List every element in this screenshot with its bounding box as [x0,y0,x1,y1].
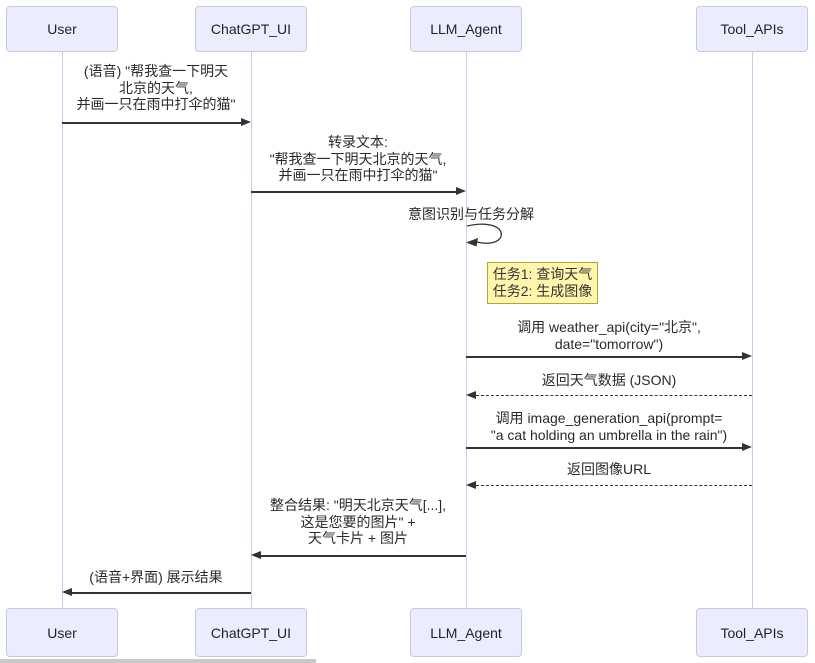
arrowhead-icon [62,588,72,596]
message-line [62,122,246,124]
message-line-text: 返回图像URL [566,461,651,477]
actor-label: ChatGPT_UI [210,21,292,37]
message-line [466,356,747,358]
message-label: 整合结果: "明天北京天气[...], 这是您要的图片" + 天气卡片 + 图片 [188,497,528,547]
note-line-text: 任务1: 查询天气 [492,266,593,282]
lifeline-llm [466,52,467,608]
message-label: 转录文本: "帮我查一下明天北京的天气, 并画一只在雨中打伞的猫" [198,134,518,184]
arrowhead-icon [241,118,251,126]
message-line-text: 返回天气数据 (JSON) [541,372,677,388]
arrowhead-icon [742,352,752,360]
message-line-text: 意图识别与任务分解 [408,206,534,222]
message-label: 意图识别与任务分解 [371,206,571,223]
message-line [466,447,747,449]
message-line-text: 并画一只在雨中打伞的猫" [278,167,438,183]
message-line-text: 并画一只在雨中打伞的猫" [76,96,236,112]
lifeline-user [62,52,63,608]
actor-top-tools: Tool_APIs [696,6,808,52]
arrowhead-icon [742,443,752,451]
message-line-text: 这是您要的图片" + [300,513,416,530]
message-label: (语音) "帮我查一下明天 北京的天气, 并画一只在雨中打伞的猫" [6,63,306,113]
note-task-list: 任务1: 查询天气 任务2: 生成图像 [487,262,598,304]
message-line-text: date="tomorrow") [554,335,664,352]
message-line-text: (语音) "帮我查一下明天 [83,63,229,79]
actor-label: Tool_APIs [720,21,784,37]
message-line-text: 天气卡片 + 图片 [308,530,408,546]
actor-top-llm: LLM_Agent [410,6,522,52]
message-line [251,191,461,193]
message-label: 调用 image_generation_api(prompt= "a cat h… [439,410,779,443]
message-line [256,555,466,557]
message-line-dashed [471,485,752,486]
lifeline-tools [752,52,753,608]
message-line-text: "a cat holding an umbrella in the rain") [490,426,728,443]
horizontal-scrollbar-thumb[interactable] [0,659,316,663]
message-line-text: 整合结果: "明天北京天气[...], [269,497,447,513]
message-line-text: 调用 weather_api(city="北京", [517,319,701,335]
message-label: 调用 weather_api(city="北京", date="tomorrow… [449,319,769,352]
message-line-text: 转录文本: [328,134,388,150]
arrowhead-icon [456,187,466,195]
message-label: 返回天气数据 (JSON) [449,372,769,389]
actor-bottom-chatgpt: ChatGPT_UI [195,608,307,657]
actor-top-user: User [6,6,118,52]
message-line-text: "帮我查一下明天北京的天气, [269,150,447,167]
actor-bottom-user: User [6,608,118,657]
arrowhead-icon [466,481,476,489]
arrowhead-icon [466,391,476,399]
self-loop-arrow-icon [466,223,502,247]
actor-label: LLM_Agent [430,624,502,641]
actor-label: Tool_APIs [720,624,784,641]
message-label: 返回图像URL [449,461,769,478]
actor-bottom-tools: Tool_APIs [696,608,808,657]
message-line-text: 北京的天气, [119,79,193,96]
note-line-text: 任务2: 生成图像 [492,283,593,299]
lifeline-chatgpt [251,52,252,608]
actor-bottom-llm: LLM_Agent [410,608,522,657]
message-line-text: (语音+界面) 展示结果 [89,569,223,585]
message-line [67,592,251,594]
message-line-text: 调用 image_generation_api(prompt= [495,410,723,426]
arrowhead-icon [251,551,261,559]
actor-label: LLM_Agent [430,21,502,37]
message-line-dashed [471,395,752,396]
actor-label: User [47,21,77,37]
actor-label: ChatGPT_UI [210,624,292,641]
actor-top-chatgpt: ChatGPT_UI [195,6,307,52]
message-label: (语音+界面) 展示结果 [6,569,306,586]
actor-label: User [47,624,77,641]
